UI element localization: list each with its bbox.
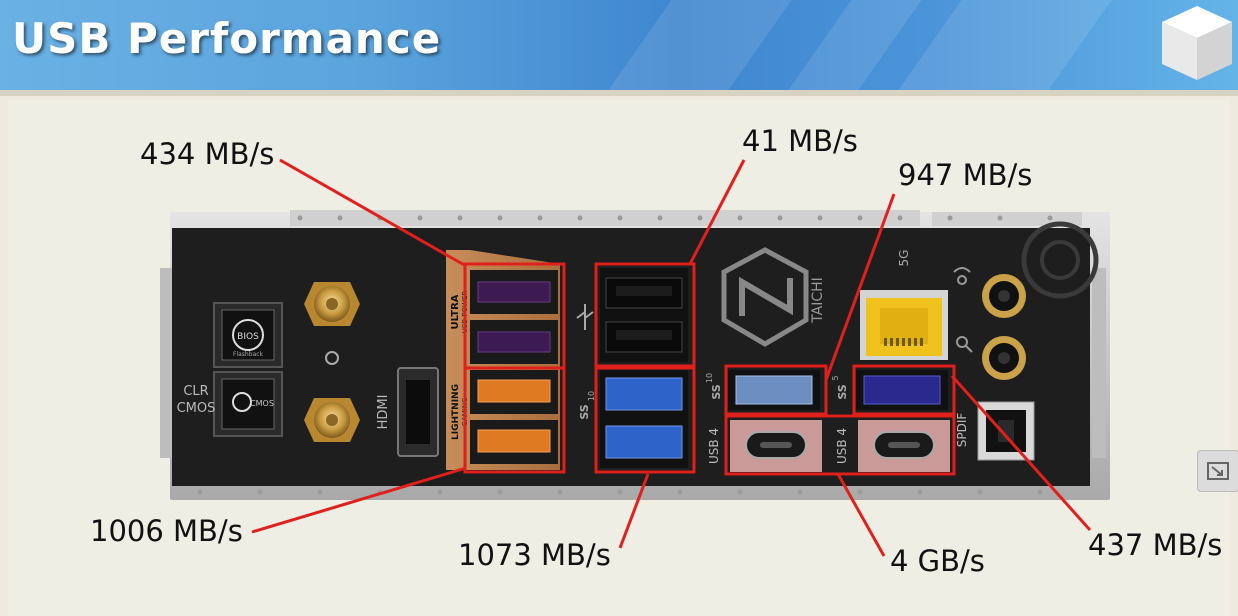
usb-c-port-1 [730,420,822,472]
usb4-label-b: USB 4 [835,428,849,464]
svg-text:CMOS: CMOS [250,399,274,408]
expand-button[interactable] [1197,450,1238,492]
audio-jack-bottom [982,336,1026,380]
header-bar: USB Performance [0,0,1238,90]
ss5-label: 5 [831,375,840,380]
usb-power-stack [446,250,560,470]
antenna-icon [953,267,971,285]
lightning-label: LIGHTNING [451,384,461,440]
usb-icon [576,304,594,330]
spdif-port [977,401,1035,461]
spdif-label: SPDIF [955,413,969,448]
ss-label-right: SS [836,384,849,399]
expand-icon [1207,462,1229,480]
cmos-label: CMOS [177,401,216,416]
wifi-icon [325,351,339,365]
usb-a-port-5g [856,370,948,410]
ultra-label: ULTRA [450,294,461,329]
callout-lines [251,158,1092,557]
wifi-antenna-connector-bottom [304,398,360,442]
callout-4gb: 4 GB/s [890,544,985,578]
wifi-antenna-connector-top [304,282,360,326]
usb-a-port-10g [728,370,820,410]
clr-cmos-button: CMOS [213,371,283,437]
ss-label-mid: SS [710,384,723,399]
header-divider [0,90,1238,96]
usb-c-port-2 [858,420,950,472]
fiveg-label: 5G [897,250,911,267]
hdmi-port [397,367,439,457]
callout-437: 437 MB/s [1088,528,1223,562]
taichi-logo [721,247,809,347]
highlight-boxes [463,262,956,476]
clr-label: CLR [183,384,208,399]
ethernet-5g-port [860,290,948,360]
audio-icon [956,336,973,353]
ss10-label-mid: 10 [705,373,714,383]
usb-middle-stack [600,268,688,468]
ss-label-left: SS [578,404,591,419]
cube-icon [1162,6,1232,80]
usb4-label-a: USB 4 [707,428,721,464]
ss10-label-left: 10 [587,391,596,401]
callout-947: 947 MB/s [898,158,1033,192]
audio-jack-top [982,274,1026,318]
callout-1006: 1006 MB/s [90,514,243,548]
svg-text:BIOS: BIOS [237,332,259,342]
callout-434: 434 MB/s [140,137,275,171]
svg-text:Flashback: Flashback [233,351,264,358]
callout-1073: 1073 MB/s [458,538,611,572]
bios-flashback-button: BIOS Flashback [213,302,283,368]
callout-41: 41 MB/s [742,124,858,158]
page-title: USB Performance [12,14,442,63]
hdmi-label: HDMI [376,395,391,430]
brand-label: TAICHI [810,277,826,324]
